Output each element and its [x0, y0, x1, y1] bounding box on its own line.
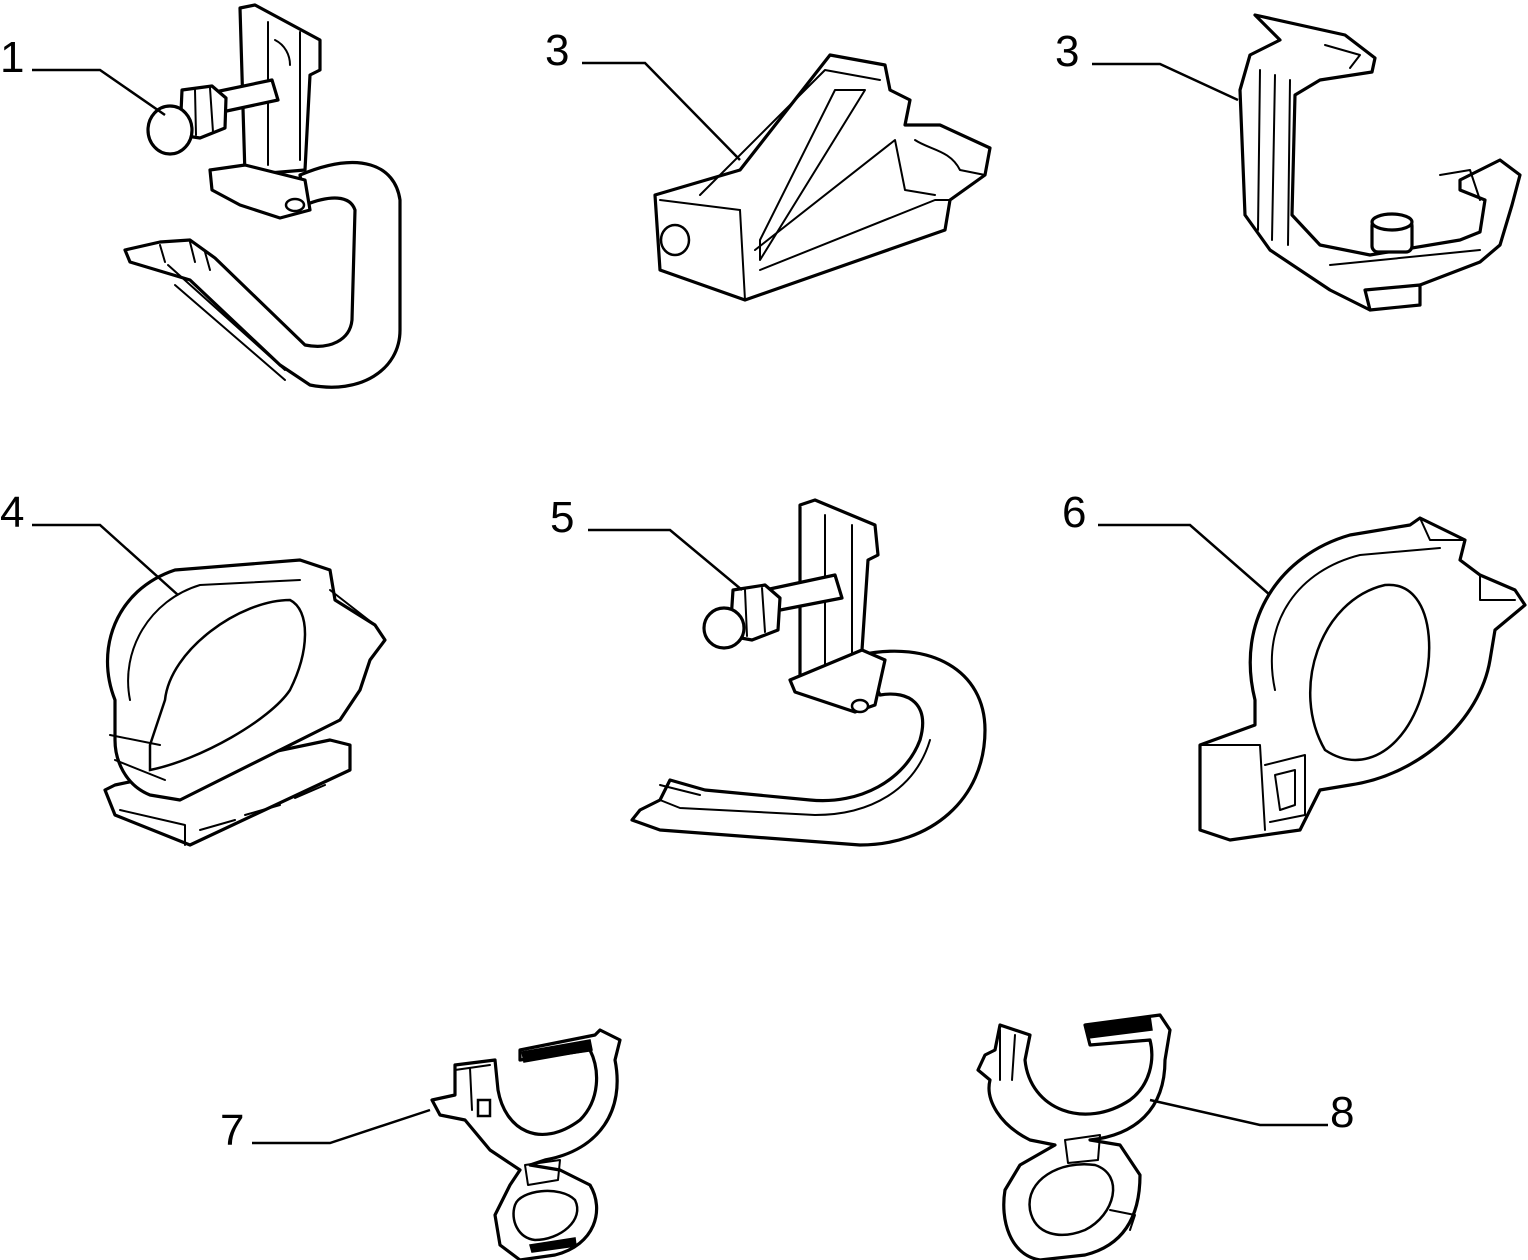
leader-line-1: [32, 68, 166, 117]
callout-number-8: 8: [1330, 1088, 1354, 1137]
part-6-round-clamp-with-block: [1198, 516, 1527, 842]
leader-line-6: [1098, 523, 1271, 596]
callout-number-7: 7: [220, 1106, 244, 1155]
callout-number-3: 3: [1055, 27, 1079, 76]
callout-number-2: 3: [545, 26, 569, 75]
leader-line-5: [588, 528, 743, 591]
leader-line-2: [582, 61, 741, 161]
part-8-double-ratchet-clip: [976, 1013, 1172, 1260]
callout-number-5: 5: [550, 493, 574, 542]
part-5-pushpin-strap-clip: [630, 498, 987, 847]
part-3-hook-clip-with-stud: [1238, 13, 1522, 312]
part-4-oval-clamp-on-base: [103, 558, 387, 847]
leader-line-7: [252, 1108, 431, 1145]
callout-number-4: 4: [0, 488, 24, 537]
callout-number-6: 6: [1062, 488, 1086, 537]
leader-line-4: [32, 523, 179, 596]
leader-line-8: [1149, 1098, 1328, 1127]
part-1-pushpin-loop-clip: [123, 3, 402, 389]
callout-number-1: 1: [0, 33, 24, 82]
part-7-double-ratchet-clip: [430, 1028, 622, 1260]
part-2-channel-bracket: [653, 53, 992, 302]
leader-line-3: [1092, 62, 1239, 102]
